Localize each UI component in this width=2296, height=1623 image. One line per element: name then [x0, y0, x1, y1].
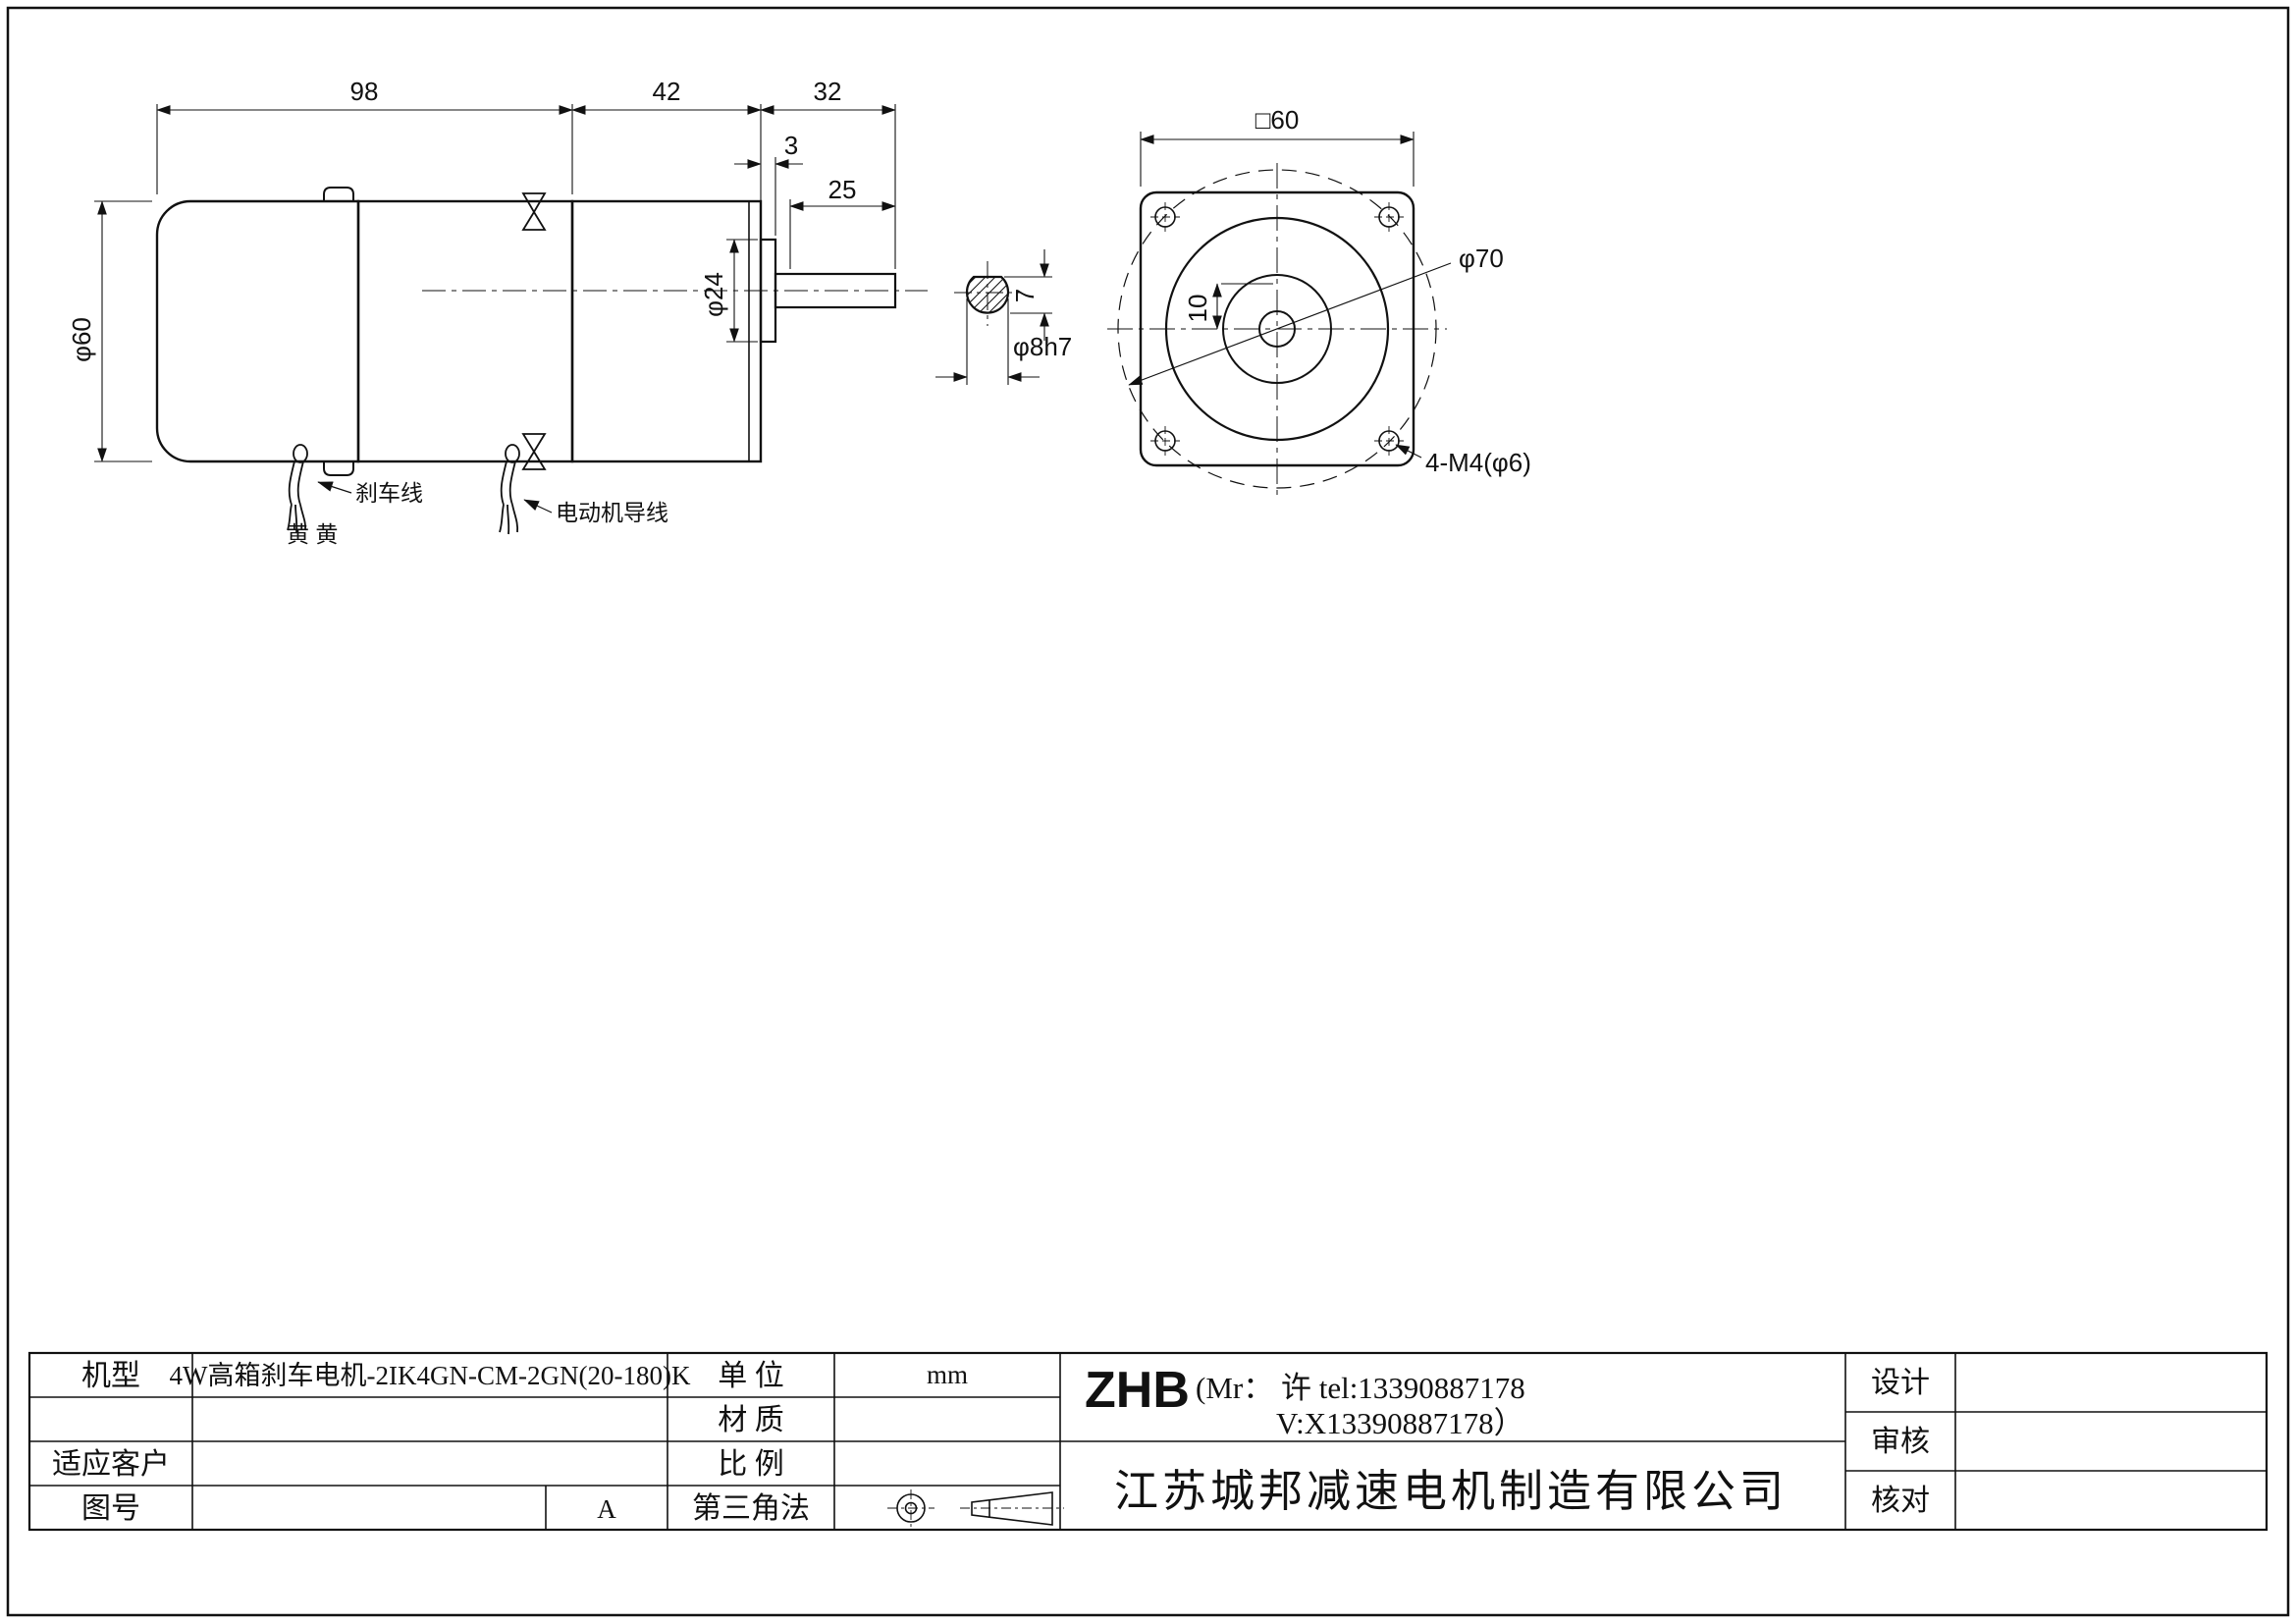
label-bolt-spec: 4-M4(φ6)	[1425, 448, 1531, 477]
page-frame	[6, 6, 2290, 1617]
dim-42: 42	[653, 77, 681, 106]
motor-lead-wire	[499, 444, 520, 535]
dim-7: 7	[1010, 289, 1040, 302]
customer-label: 适应客户	[52, 1448, 170, 1481]
dim-10: 10	[1183, 295, 1212, 323]
side-view-dimensions	[94, 104, 896, 462]
shaft-section-view	[935, 249, 1052, 385]
dim-3: 3	[784, 131, 798, 160]
bolt-holes	[1150, 202, 1404, 456]
brake-wire	[287, 444, 308, 533]
model-label: 机型	[81, 1360, 140, 1392]
design-label: 设计	[1871, 1367, 1930, 1399]
contact-line2: V:X13390887178）	[1276, 1406, 1524, 1440]
dim-phi24: φ24	[699, 272, 728, 317]
dim-98: 98	[350, 77, 379, 106]
front-view	[1107, 132, 1452, 497]
drawing-no-label: 图号	[81, 1492, 140, 1525]
label-motor-wire: 电动机导线	[556, 500, 668, 525]
brand-logo-text: ZHB	[1085, 1362, 1190, 1419]
review-label: 审核	[1871, 1426, 1930, 1458]
dim-phi60: φ60	[67, 317, 96, 362]
title-block	[27, 1351, 2269, 1532]
unit-label: 单 位	[718, 1360, 784, 1392]
unit-value: mm	[927, 1360, 968, 1389]
dim-phi8h7: φ8h7	[1013, 332, 1072, 361]
label-brake-wire: 刹车线	[355, 480, 423, 506]
screw-bottom	[521, 433, 547, 470]
material-label: 材 质	[718, 1404, 784, 1436]
third-angle-symbol	[887, 1489, 1064, 1527]
revision-value: A	[597, 1494, 616, 1524]
company-name: 江苏城邦减速电机制造有限公司	[1114, 1467, 1788, 1516]
check-label: 核对	[1871, 1485, 1930, 1517]
contact-line1: (Mr： 许 tel:13390887178	[1196, 1371, 1525, 1405]
scale-label: 比 例	[718, 1448, 784, 1481]
model-value: 4W高箱刹车电机-2IK4GN-CM-2GN(20-180)K	[170, 1361, 691, 1390]
dim-square60: □60	[1255, 105, 1300, 135]
side-view	[155, 187, 928, 535]
dim-32: 32	[814, 77, 842, 106]
projection-label: 第三角法	[692, 1492, 810, 1525]
label-yellow-wires: 黄 黄	[287, 521, 338, 547]
dim-25: 25	[828, 175, 857, 204]
dim-phi70: φ70	[1459, 243, 1504, 273]
screw-top	[521, 192, 547, 231]
